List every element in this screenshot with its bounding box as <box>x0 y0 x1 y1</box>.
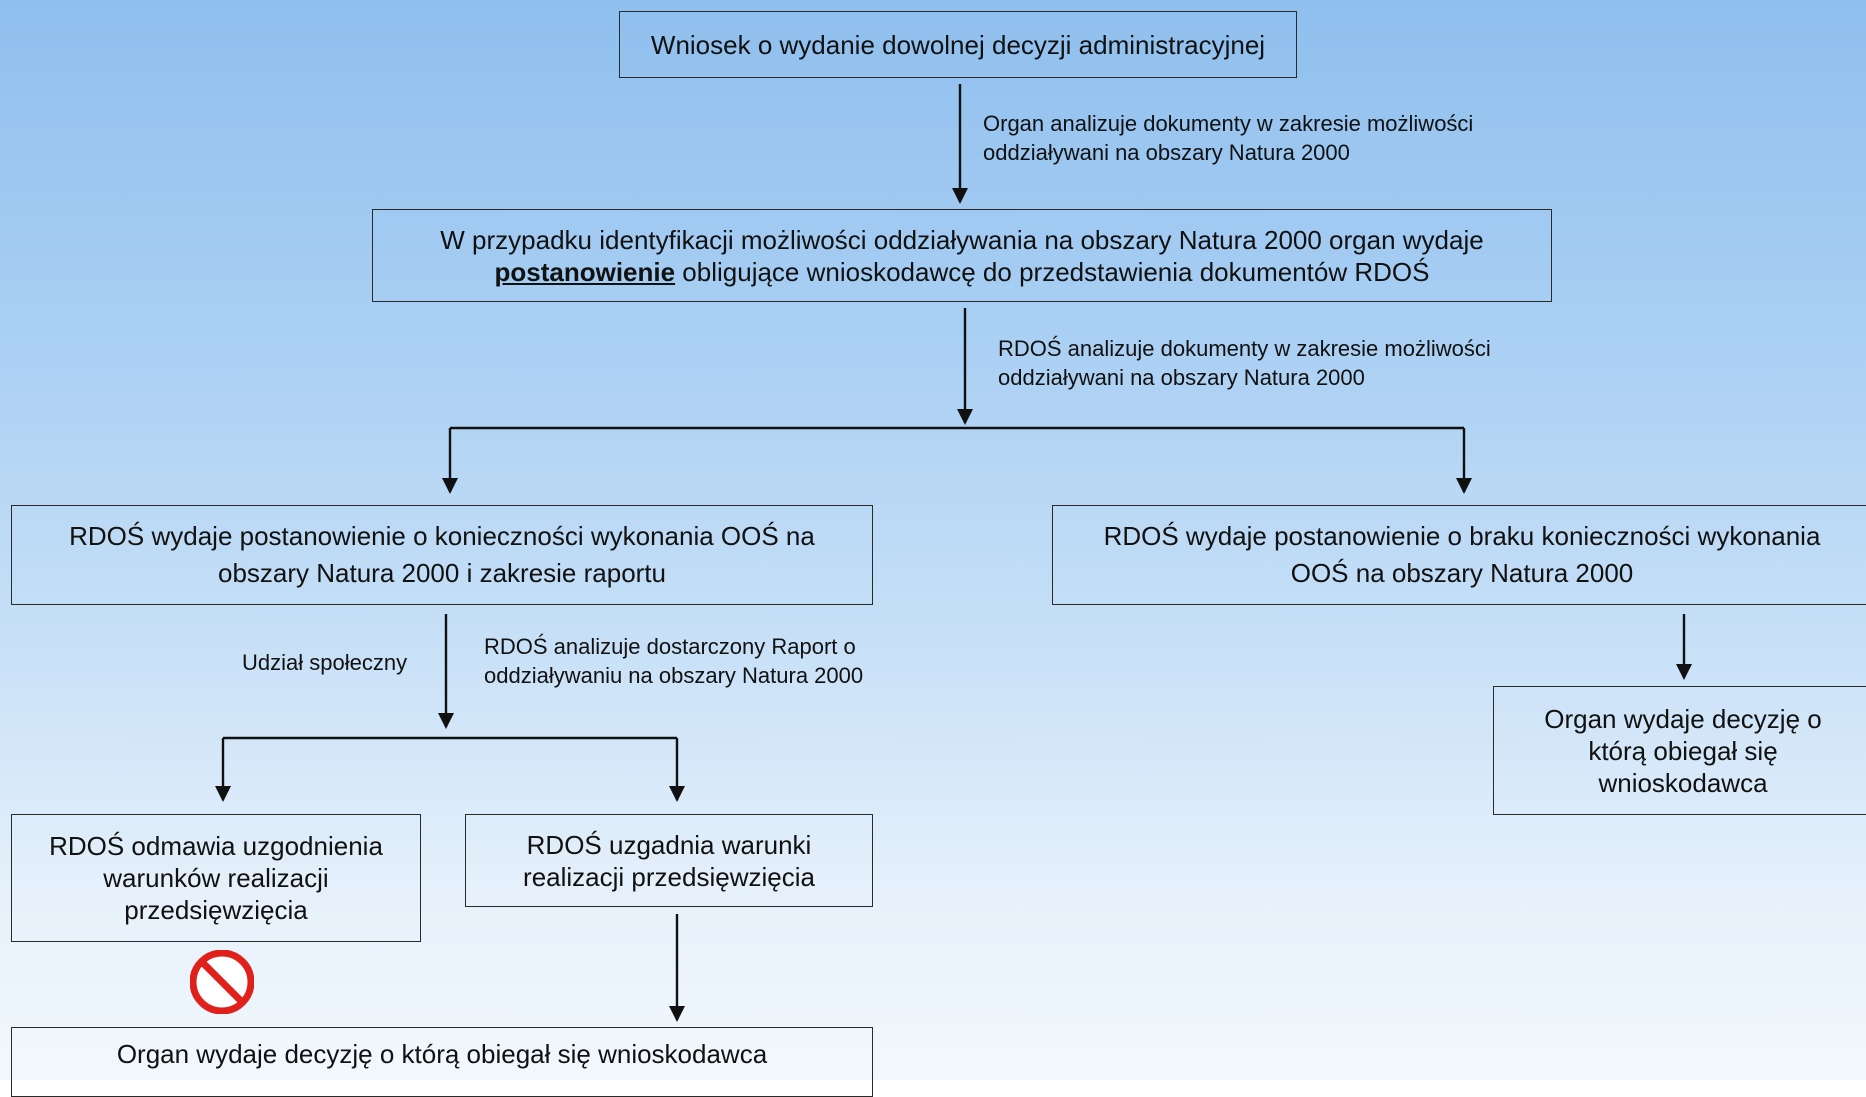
edge-label-report-analysis-line1: RDOŚ analizuje dostarczony Raport o <box>484 634 856 659</box>
edge-label-report-analysis: RDOŚ analizuje dostarczony Raport o oddz… <box>484 632 863 690</box>
edge-label-public-participation: Udział społeczny <box>242 648 407 677</box>
edge-label-organ-analyzes: Organ analizuje dokumenty w zakresie moż… <box>983 109 1473 167</box>
node-assessment-not-required-text: RDOŚ wydaje postanowienie o braku koniec… <box>1103 521 1821 588</box>
node-agrees-conditions-text: RDOŚ uzgadnia warunki realizacji przedsi… <box>523 829 815 892</box>
node-order-line1: W przypadku identyfikacji możliwości odd… <box>440 224 1484 255</box>
edge-label-public-participation-text: Udział społeczny <box>242 650 408 675</box>
node-refuses-agreement-text: RDOŚ odmawia uzgodnienia warunków realiz… <box>49 831 383 925</box>
edge-label-organ-analyzes-line2: oddziaływani na obszary Natura 2000 <box>983 140 1350 165</box>
edge-label-organ-analyzes-line1: Organ analizuje dokumenty w zakresie moż… <box>983 111 1474 136</box>
node-order-emphasis: postanowienie <box>494 256 676 287</box>
node-assessment-not-required: RDOŚ wydaje postanowienie o braku koniec… <box>1052 505 1866 605</box>
node-agrees-conditions: RDOŚ uzgadnia warunki realizacji przedsi… <box>465 814 873 907</box>
node-order: W przypadku identyfikacji możliwości odd… <box>372 209 1552 302</box>
node-order-line2: obligujące wnioskodawcę do przedstawieni… <box>675 256 1430 287</box>
edge-label-rdos-analyzes: RDOŚ analizuje dokumenty w zakresie możl… <box>998 334 1491 392</box>
node-assessment-required-text: RDOŚ wydaje postanowienie o konieczności… <box>69 521 815 588</box>
node-decision-bottom-text: Organ wydaje decyzję o którą obiegał się… <box>116 1039 768 1069</box>
node-decision-bottom: Organ wydaje decyzję o którą obiegał się… <box>11 1027 873 1097</box>
edge-label-report-analysis-line2: oddziaływaniu na obszary Natura 2000 <box>484 663 864 688</box>
node-order-text: W przypadku identyfikacji możliwości odd… <box>440 224 1483 288</box>
edge-label-rdos-analyzes-line1: RDOŚ analizuje dokumenty w zakresie możl… <box>998 336 1491 361</box>
edge-label-rdos-analyzes-line2: oddziaływani na obszary Natura 2000 <box>998 365 1365 390</box>
node-application: Wniosek o wydanie dowolnej decyzji admin… <box>619 11 1297 78</box>
node-decision-right: Organ wydaje decyzję o którą obiegał się… <box>1493 686 1866 815</box>
node-decision-right-text: Organ wydaje decyzję o którą obiegał się… <box>1544 703 1822 798</box>
no-entry-icon <box>190 950 254 1014</box>
node-refuses-agreement: RDOŚ odmawia uzgodnienia warunków realiz… <box>11 814 421 942</box>
node-assessment-required: RDOŚ wydaje postanowienie o konieczności… <box>11 505 873 605</box>
node-application-text: Wniosek o wydanie dowolnej decyzji admin… <box>650 29 1266 60</box>
